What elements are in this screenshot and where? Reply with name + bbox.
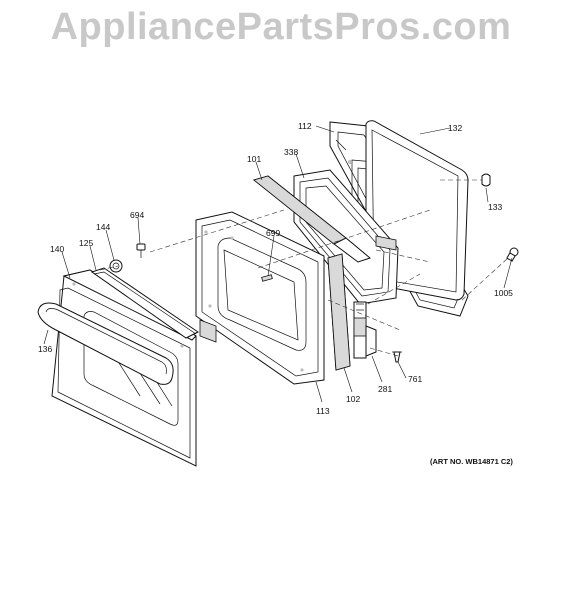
callout-136: 136: [38, 344, 52, 354]
part-338-window-frame: [293, 169, 399, 305]
callout-102: 102: [346, 394, 360, 404]
part-140-outer-door: [51, 269, 197, 467]
part-281-hinge: [353, 301, 377, 359]
callout-112: 112: [298, 121, 312, 131]
callout-699: 699: [266, 228, 280, 238]
callout-101: 101: [247, 154, 261, 164]
part-102-side-insulation: [327, 253, 351, 371]
assembly-lines: [99, 179, 509, 357]
callout-281: 281: [378, 384, 392, 394]
callout-132: 132: [448, 123, 462, 133]
callout-338: 338: [284, 147, 298, 157]
callout-694: 694: [130, 210, 144, 220]
part-761-screw: [392, 351, 402, 363]
callout-133: 133: [488, 202, 502, 212]
part-1005-screw: [506, 247, 519, 262]
callout-140: 140: [50, 244, 64, 254]
part-694-screw: [136, 243, 146, 258]
part-125-trim: [90, 267, 199, 339]
part-133-bumper: [481, 173, 491, 187]
watermark: AppliancePartsPros.com: [50, 6, 512, 48]
callout-144: 144: [96, 222, 110, 232]
callout-125: 125: [79, 238, 93, 248]
part-113-inner-door-panel: [195, 211, 325, 385]
part-144-handle-cap: [109, 259, 123, 273]
leader-lines: [43, 125, 513, 403]
part-101-insulation: [252, 175, 372, 263]
callout-113: 113: [316, 406, 330, 416]
part-136-door-handle: [37, 302, 174, 385]
art-number: (ART NO. WB14871 C2): [430, 457, 513, 466]
callout-761: 761: [408, 374, 422, 384]
callout-1005: 1005: [494, 288, 513, 298]
callout-labels: 112 132 338 101 133 694 144 125 140 699 …: [38, 121, 513, 416]
